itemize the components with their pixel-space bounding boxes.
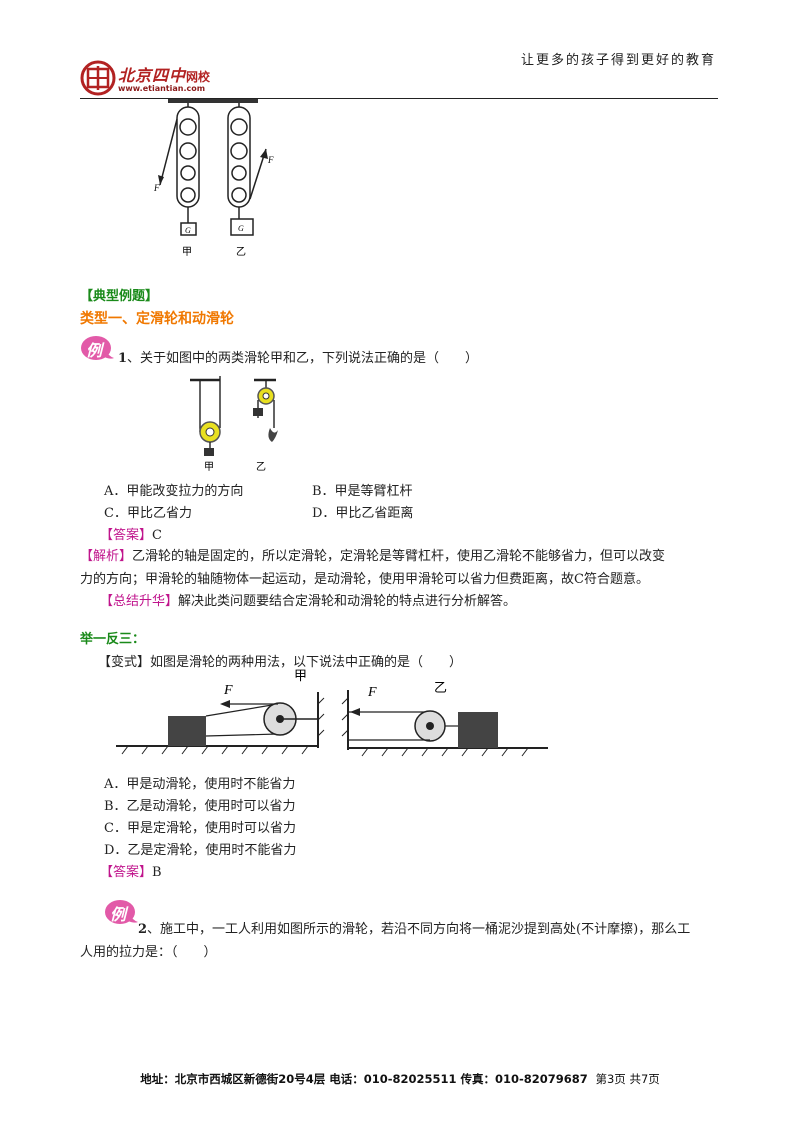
figure-label-yi: 乙 xyxy=(236,246,246,258)
force-label-left: F xyxy=(153,183,160,193)
variant-force-left: F xyxy=(223,683,233,698)
figure-label-jia: 甲 xyxy=(182,247,192,258)
variant-stem: 【变式】如图是滑轮的两种用法，以下说法中正确的是（ ） xyxy=(98,655,463,670)
weight-label-right: G xyxy=(238,224,244,233)
variant-option-c: C．甲是定滑轮，使用时可以省力 xyxy=(104,821,296,836)
q1-analysis-line-2: 力的方向；甲滑轮的轴随物体一起运动，是动滑轮，使用甲滑轮可以省力但费距离，故C符… xyxy=(80,572,649,587)
variant-label-jia: 甲 xyxy=(294,669,307,684)
variant-label-yi: 乙 xyxy=(434,681,447,696)
pulley-block-figure: F F G G 甲 乙 xyxy=(153,99,274,258)
question-1-figure: 甲 乙 xyxy=(190,376,278,473)
question-1-stem: 1、关于如图中的两类滑轮甲和乙，下列说法正确的是（ ） xyxy=(118,351,479,366)
variant-force-right: F xyxy=(367,685,377,700)
variant-heading: 举一反三： xyxy=(80,632,146,647)
variant-figure: F 甲 F 乙 xyxy=(116,669,548,757)
q1-option-c: C．甲比乙省力 xyxy=(104,506,192,521)
header-slogan: 让更多的孩子得到更好的教育 xyxy=(520,53,716,68)
logo-url: www.etiantian.com xyxy=(118,84,206,93)
example-badge-icon xyxy=(81,336,114,360)
q1-option-d: D．甲比乙省距离 xyxy=(312,506,414,521)
q1-option-a: A．甲能改变拉力的方向 xyxy=(104,484,244,499)
footer-address: 地址：北京市西城区新德街20号4层 电话：010-82025511 传真：010… xyxy=(140,1072,588,1086)
example-badge-icon xyxy=(105,900,138,924)
logo-seal-icon xyxy=(80,60,116,96)
type-heading: 类型一、定滑轮和动滑轮 xyxy=(80,311,234,327)
header-divider xyxy=(80,98,718,99)
logo xyxy=(80,58,116,98)
weight-label-left: G xyxy=(185,226,191,235)
q1-analysis-line-1: 【解析】乙滑轮的轴是固定的，所以定滑轮，定滑轮是等臂杠杆，使用乙滑轮不能够省力，… xyxy=(80,549,666,564)
q1-option-b: B．甲是等臂杠杆 xyxy=(312,484,413,499)
force-label-right: F xyxy=(267,155,274,165)
logo-text: 北京四中网校 xyxy=(118,66,211,85)
example-badge-2: 例 xyxy=(104,898,140,926)
section-heading: 【典型例题】 xyxy=(80,289,159,304)
page-footer: 地址：北京市西城区新德街20号4层 电话：010-82025511 传真：010… xyxy=(0,1071,800,1087)
variant-option-a: A．甲是动滑轮，使用时不能省力 xyxy=(104,777,296,792)
example-badge: 例 xyxy=(80,334,116,362)
q1-answer: 【答案】C xyxy=(100,528,162,543)
q1-label-yi: 乙 xyxy=(256,461,266,473)
footer-page-number: 第3页 共7页 xyxy=(595,1072,660,1086)
q1-label-jia: 甲 xyxy=(204,462,214,473)
variant-answer: 【答案】B xyxy=(100,865,162,880)
q1-summary: 【总结升华】解决此类问题要结合定滑轮和动滑轮的特点进行分析解答。 xyxy=(100,594,517,609)
question-2-line-2: 人用的拉力是：（ ） xyxy=(80,945,217,960)
question-2-line-1: 2、施工中，一工人利用如图所示的滑轮，若沿不同方向将一桶泥沙提到高处(不计摩擦)… xyxy=(138,922,691,937)
variant-option-b: B．乙是动滑轮，使用时可以省力 xyxy=(104,799,296,814)
variant-option-d: D．乙是定滑轮，使用时不能省力 xyxy=(104,843,297,858)
